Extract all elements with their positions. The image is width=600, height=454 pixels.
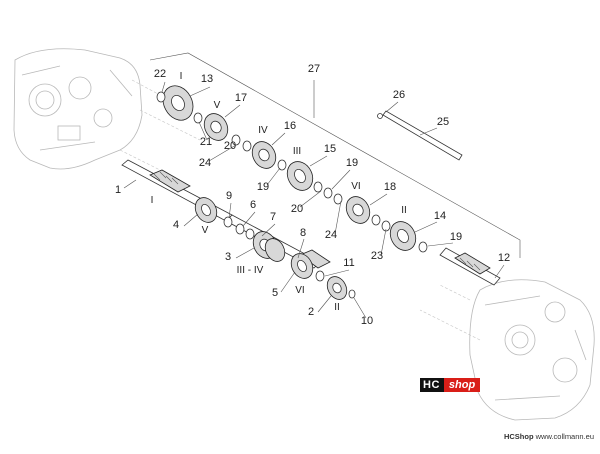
callout-c3: 3 bbox=[225, 251, 231, 263]
gear-label-gI_top: I bbox=[180, 71, 183, 82]
callout-c27: 27 bbox=[308, 63, 320, 75]
gear-2 bbox=[326, 276, 348, 300]
callout-c12: 12 bbox=[498, 252, 510, 264]
callout-c15: 15 bbox=[324, 143, 336, 155]
gear-label-gV_top: V bbox=[214, 100, 221, 111]
gear-label-gVI_top: VI bbox=[351, 181, 360, 192]
group-bracket-27 bbox=[149, 52, 521, 258]
callout-c18: 18 bbox=[384, 181, 396, 193]
gear-15 bbox=[286, 161, 314, 191]
watermark-right: shop bbox=[443, 378, 481, 392]
callout-c25: 25 bbox=[437, 116, 449, 128]
gear-label-gVI_low: VI bbox=[295, 285, 304, 296]
gear-label-gII_top: II bbox=[401, 205, 407, 216]
gear-label-gIIIIV: III - IV bbox=[237, 265, 264, 276]
gear-4 bbox=[194, 197, 218, 223]
callout-c11: 11 bbox=[343, 257, 354, 269]
gear-label-gIV: IV bbox=[258, 125, 268, 136]
callout-c20b: 20 bbox=[291, 203, 303, 215]
callout-c19c: 19 bbox=[450, 231, 462, 243]
hcshop-watermark: HC shop bbox=[420, 378, 481, 392]
footer-credit: HCShop www.collmann.eu bbox=[504, 432, 594, 441]
callout-c17: 17 bbox=[235, 92, 247, 104]
leader-lines bbox=[123, 81, 505, 319]
callout-c19b: 19 bbox=[257, 181, 269, 193]
callout-c19a: 19 bbox=[346, 157, 358, 169]
callout-c16: 16 bbox=[284, 120, 296, 132]
callout-c21: 21 bbox=[200, 136, 212, 148]
selector-shaft bbox=[377, 110, 463, 161]
callout-c2: 2 bbox=[308, 306, 314, 318]
gear-16 bbox=[251, 141, 277, 169]
callout-c8: 8 bbox=[300, 227, 306, 239]
callout-c20a: 20 bbox=[224, 140, 236, 152]
gear-13 bbox=[162, 85, 194, 121]
gear-14 bbox=[389, 221, 417, 251]
callout-c22: 22 bbox=[154, 68, 166, 80]
watermark-left: HC bbox=[420, 378, 444, 392]
gear-18 bbox=[345, 196, 371, 224]
gear-label-gIII: III bbox=[293, 146, 301, 157]
gear-label-gII_low: II bbox=[334, 302, 340, 313]
footer-site: www.collmann.eu bbox=[535, 432, 594, 441]
callout-c10: 10 bbox=[361, 315, 373, 327]
gear-label-gI_shaft: I bbox=[151, 195, 154, 206]
callout-c24b: 24 bbox=[325, 229, 337, 241]
gear-17 bbox=[203, 113, 229, 141]
footer-brand: HCShop bbox=[503, 432, 534, 441]
callout-c26: 26 bbox=[393, 89, 405, 101]
gear-5 bbox=[290, 253, 314, 279]
callout-c9: 9 bbox=[226, 190, 232, 202]
engine-housing-right bbox=[419, 279, 595, 421]
secondary-shaft bbox=[439, 247, 501, 286]
callout-c1: 1 bbox=[115, 184, 121, 196]
callout-c7: 7 bbox=[270, 211, 276, 223]
callout-c24a: 24 bbox=[199, 157, 211, 169]
callout-c23: 23 bbox=[371, 250, 383, 262]
callout-c13: 13 bbox=[201, 73, 213, 85]
callout-c5: 5 bbox=[272, 287, 278, 299]
callout-c6: 6 bbox=[250, 199, 256, 211]
callout-c14: 14 bbox=[434, 210, 446, 222]
gear-3 bbox=[252, 231, 286, 262]
washers bbox=[156, 91, 428, 299]
callout-c4: 4 bbox=[173, 219, 179, 231]
gear-label-gV_low: V bbox=[202, 225, 209, 236]
